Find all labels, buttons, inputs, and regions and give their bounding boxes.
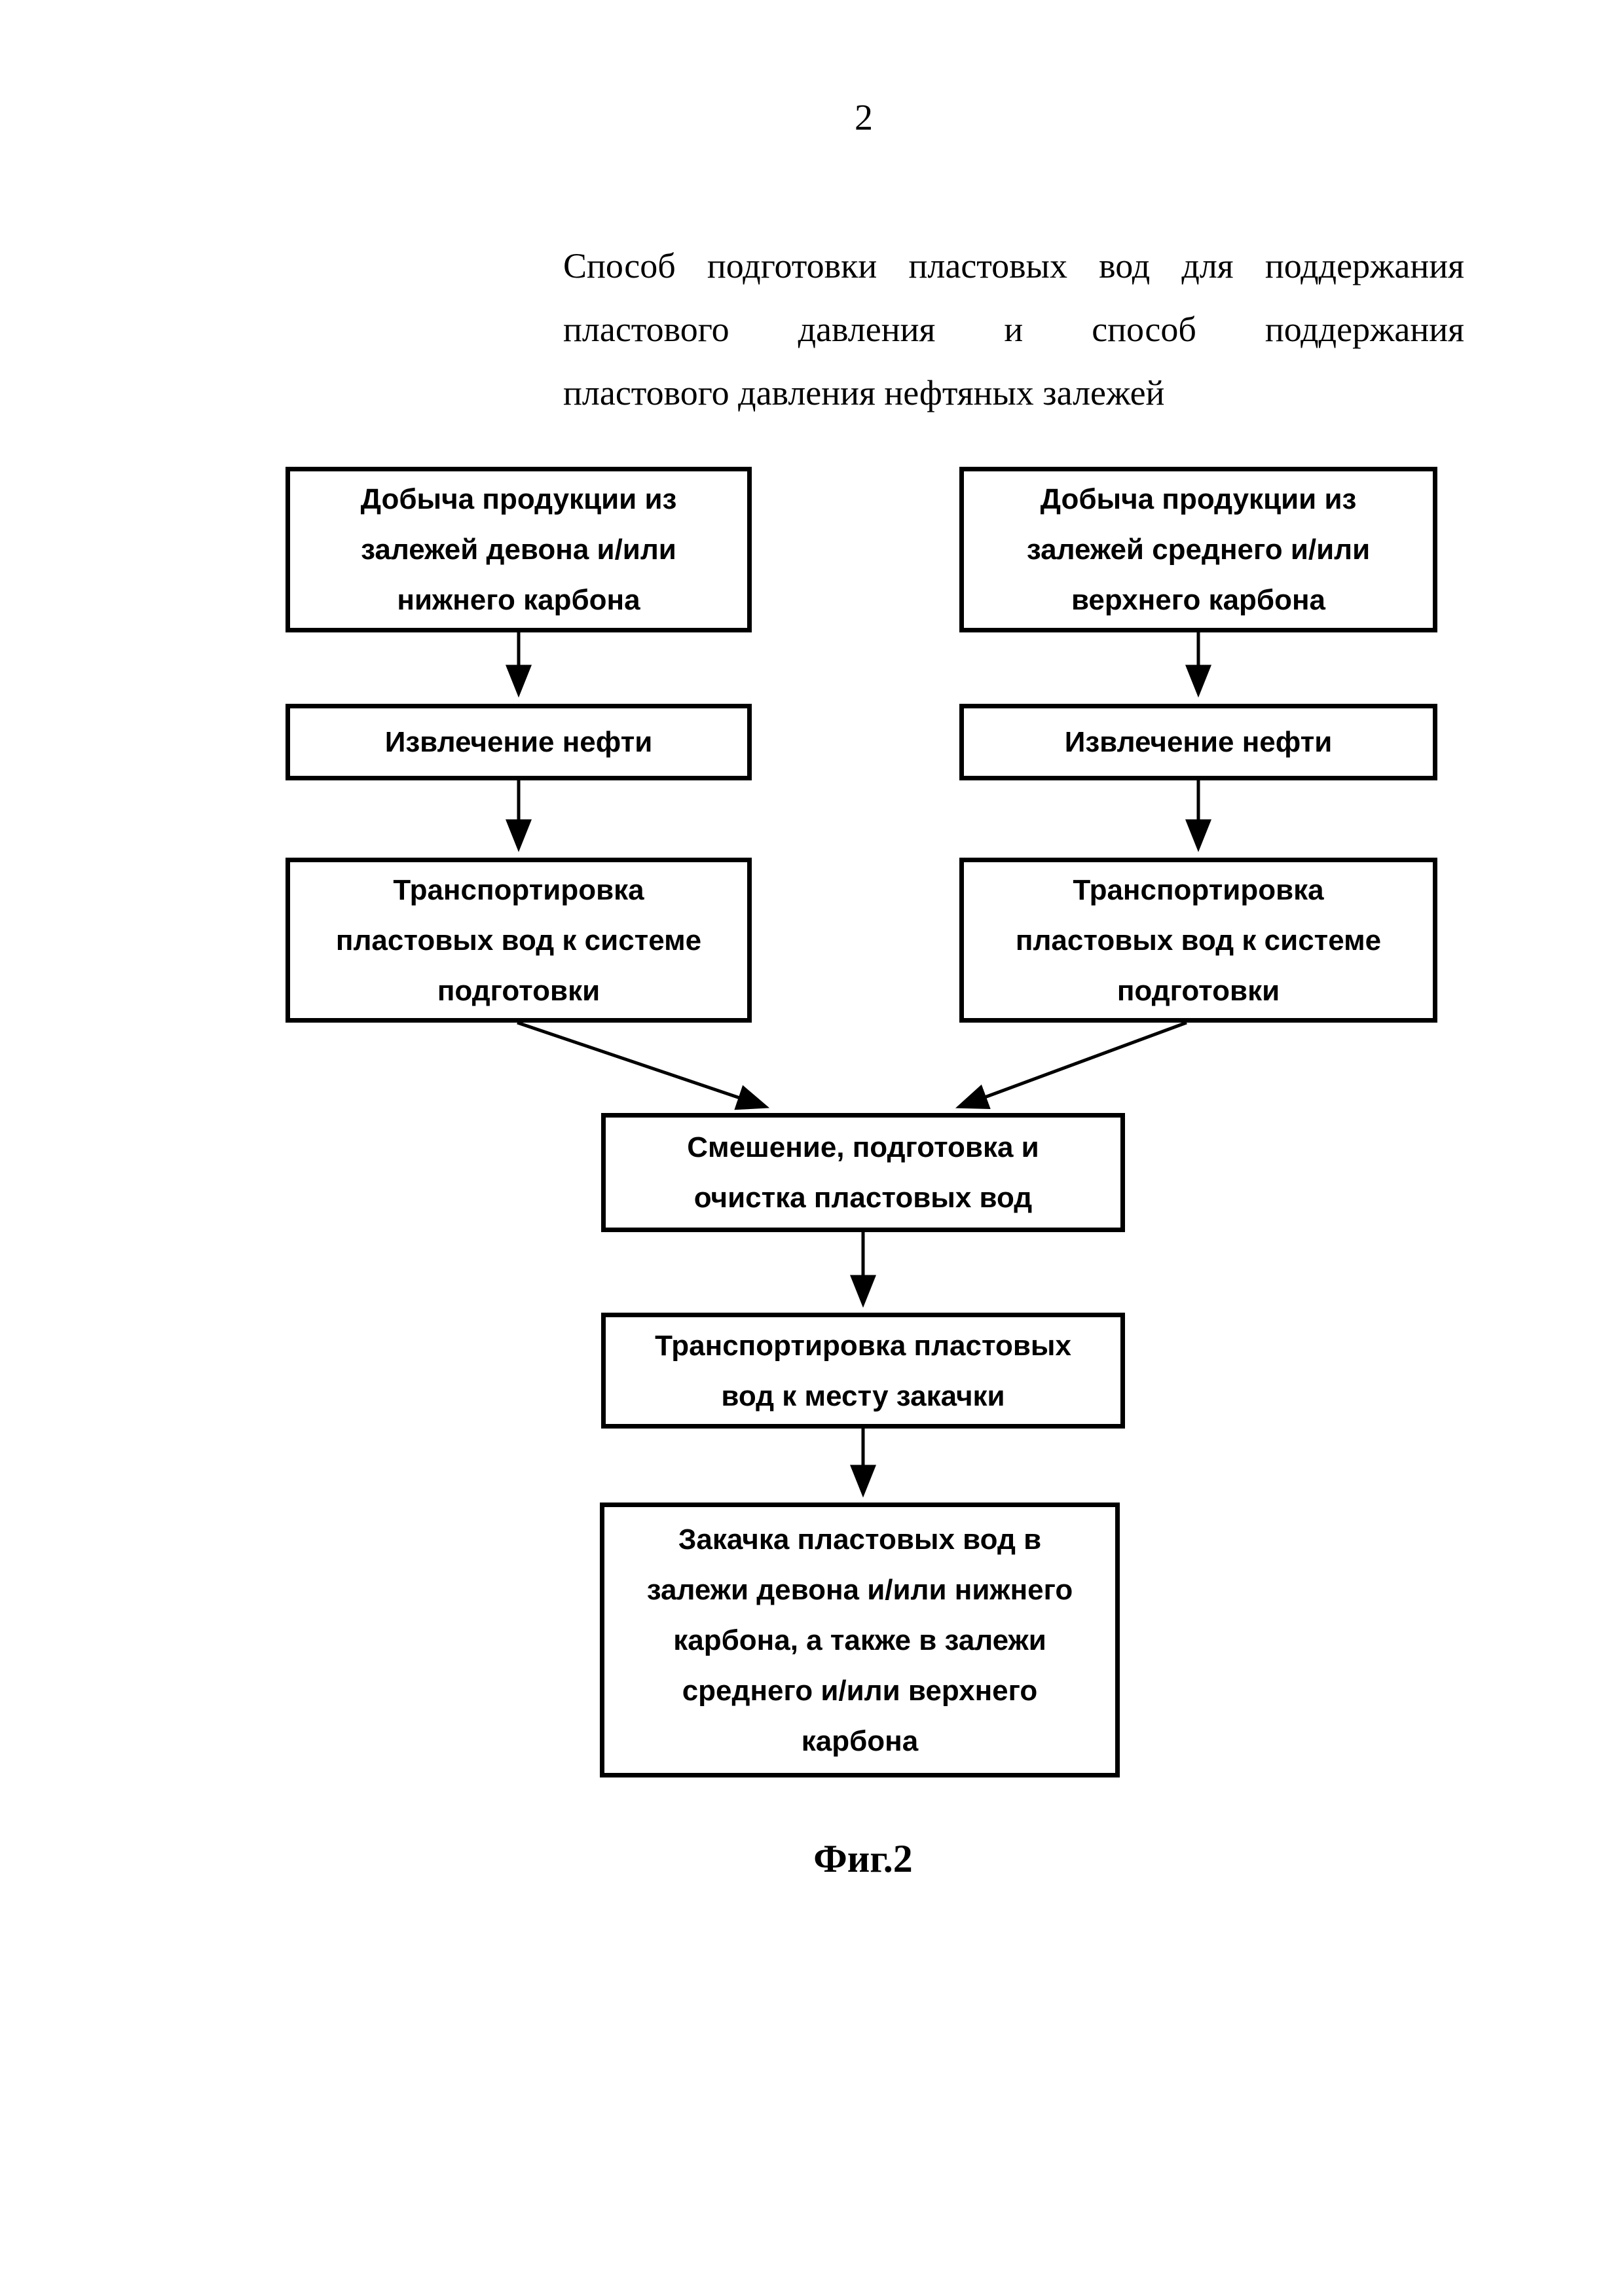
flow-box-mixing-treatment: Смешение, подготовка и очистка пластовых… xyxy=(601,1113,1125,1232)
flow-box-right-oil-extraction: Извлечение нефти xyxy=(959,704,1437,780)
flow-box-left-transport-to-treatment: Транспортировка пластовых вод к системе … xyxy=(286,858,752,1023)
figure-title-line-3: пластового давления нефтяных залежей xyxy=(563,373,1165,412)
flow-box-right-production: Добыча продукции из залежей среднего и/и… xyxy=(959,467,1437,632)
arrow-left-transport-to-mixing xyxy=(517,1021,770,1110)
figure-title-line-2: пластового давления и способ поддержания xyxy=(563,310,1464,349)
page-number: 2 xyxy=(855,98,873,138)
figure-caption: Фиг.2 xyxy=(813,1837,913,1880)
flow-box-left-production: Добыча продукции из залежей девона и/или… xyxy=(286,467,752,632)
flow-box-left-oil-extraction: Извлечение нефти xyxy=(286,704,752,780)
figure-title-line-1: Способ подготовки пластовых вод для подд… xyxy=(563,246,1464,285)
flow-box-right-transport-to-treatment: Транспортировка пластовых вод к системе … xyxy=(959,858,1437,1023)
figure-title: Способ подготовки пластовых вод для подд… xyxy=(563,234,1464,425)
arrow-right-transport-to-mixing xyxy=(955,1021,1187,1110)
flow-box-transport-to-injection: Транспортировка пластовых вод к месту за… xyxy=(601,1313,1125,1429)
flow-box-injection: Закачка пластовых вод в залежи девона и/… xyxy=(600,1503,1120,1777)
